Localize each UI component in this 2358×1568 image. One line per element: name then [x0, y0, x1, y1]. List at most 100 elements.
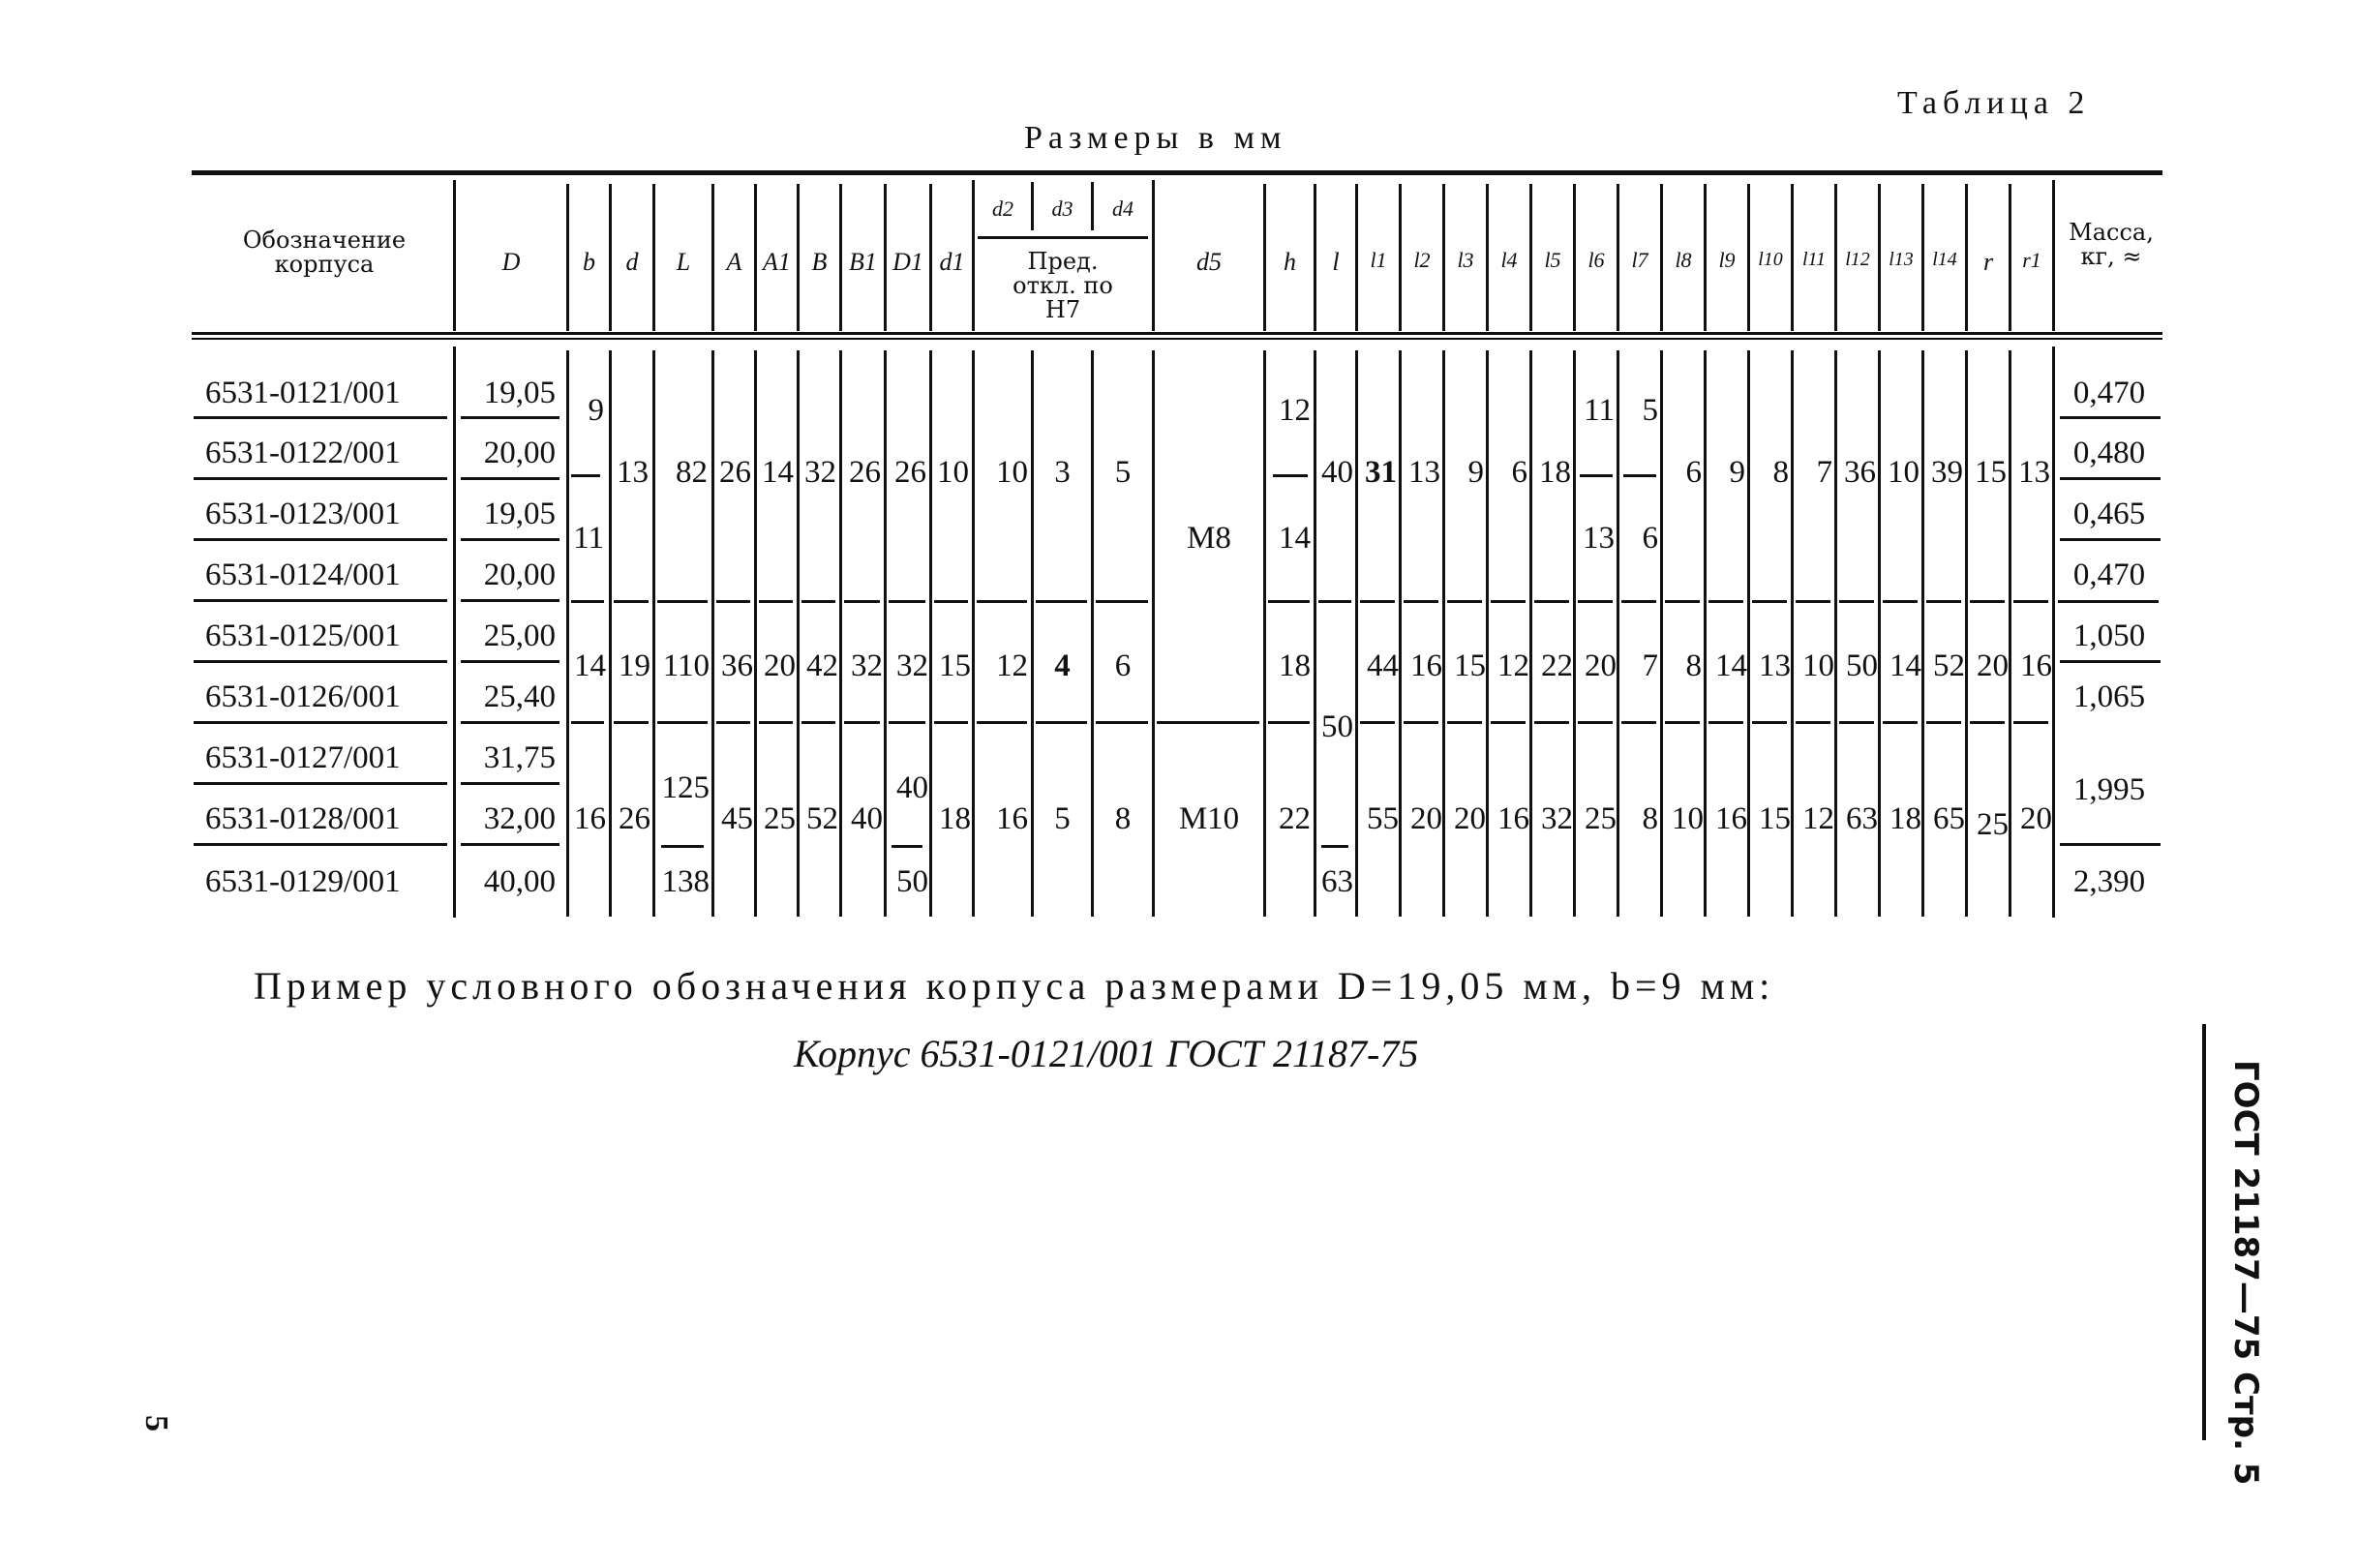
- D-cell: 20,00: [483, 436, 556, 470]
- B-cell: 32: [804, 455, 836, 490]
- header-d2: d2: [992, 196, 1013, 221]
- l10-cell: 8: [1772, 455, 1790, 490]
- header-l1: l1: [1370, 248, 1387, 272]
- l4-cell: 12: [1497, 648, 1529, 683]
- A1-cell: 25: [764, 801, 796, 836]
- header-tolerance: Пред. откл. по H7: [1013, 248, 1113, 324]
- l12-cell: 63: [1846, 801, 1878, 836]
- header-B: B: [811, 248, 828, 276]
- l14-cell: 65: [1933, 801, 1965, 836]
- h-cell: 14: [1279, 521, 1311, 556]
- B1-cell: 40: [851, 801, 883, 836]
- D-cell: 19,05: [483, 376, 556, 410]
- l6-cell: 11: [1584, 393, 1615, 428]
- mass-cell: 1,995: [2072, 772, 2146, 807]
- l11-cell: 12: [1802, 801, 1834, 836]
- l7-cell: 8: [1642, 801, 1659, 836]
- l3-cell: 15: [1454, 648, 1486, 683]
- h-cell: 18: [1279, 648, 1311, 683]
- l2-cell: 16: [1410, 648, 1442, 683]
- d4-cell: 6: [1114, 648, 1132, 683]
- r-cell: 25: [1977, 807, 2009, 842]
- d3-cell: 3: [1054, 455, 1071, 490]
- header-l10: l10: [1758, 249, 1783, 270]
- l6-cell: 25: [1585, 801, 1617, 836]
- L-cell: 110: [662, 648, 710, 683]
- l5-cell: 32: [1541, 801, 1573, 836]
- header-A: A: [726, 248, 742, 276]
- l-cell: 50: [1321, 709, 1353, 744]
- mass-cell: 1,065: [2072, 679, 2146, 714]
- B1-cell: 32: [851, 648, 883, 683]
- l1-cell: 55: [1367, 801, 1399, 836]
- B1-cell: 26: [849, 455, 881, 490]
- d1-cell: 18: [939, 801, 971, 836]
- header-r: r: [1982, 248, 1994, 276]
- header-b: b: [583, 248, 595, 276]
- h-cell: 22: [1279, 801, 1311, 836]
- B-cell: 52: [806, 801, 838, 836]
- r1-cell: 13: [2018, 455, 2050, 490]
- mass-cell: 0,470: [2072, 558, 2146, 592]
- A1-cell: 14: [762, 455, 794, 490]
- l14-cell: 52: [1933, 648, 1965, 683]
- l12-cell: 50: [1846, 648, 1878, 683]
- h-cell: 12: [1279, 393, 1311, 428]
- D-cell: 20,00: [483, 558, 556, 592]
- header-h: h: [1284, 248, 1296, 276]
- d4-cell: 5: [1114, 455, 1132, 490]
- header-l7: l7: [1631, 248, 1648, 272]
- mass-cell: 2,390: [2072, 864, 2146, 899]
- header-d5: d5: [1196, 248, 1222, 276]
- d-cell: 13: [617, 455, 649, 490]
- mass-cell: 1,050: [2072, 618, 2146, 653]
- units-label: Размеры в мм: [1024, 120, 1287, 156]
- A1-cell: 20: [764, 648, 796, 683]
- l13-cell: 10: [1888, 455, 1920, 490]
- header-l6: l6: [1587, 248, 1605, 272]
- designation-cell: 6531-0122/001: [205, 436, 401, 470]
- d1-cell: 15: [939, 648, 971, 683]
- r1-cell: 16: [2020, 648, 2052, 683]
- l11-cell: 7: [1816, 455, 1833, 490]
- l9-cell: 14: [1715, 648, 1747, 683]
- d4-cell: 8: [1114, 801, 1132, 836]
- d2-cell: 16: [996, 801, 1028, 836]
- header-D: D: [501, 248, 521, 276]
- B-cell: 42: [806, 648, 838, 683]
- A-cell: 36: [721, 648, 753, 683]
- D-cell: 31,75: [483, 740, 556, 775]
- l7-cell: 6: [1642, 521, 1659, 556]
- l9-cell: 16: [1715, 801, 1747, 836]
- designation-cell: 6531-0128/001: [205, 801, 401, 836]
- mass-cell: 0,480: [2072, 436, 2146, 470]
- designation-cell: 6531-0125/001: [205, 618, 401, 653]
- header-D1: D1: [892, 248, 923, 276]
- b-cell: 16: [574, 801, 606, 836]
- D1-cell: 40: [896, 770, 928, 805]
- header-B1: B1: [849, 248, 877, 276]
- l12-cell: 36: [1844, 455, 1876, 490]
- header-r1: r1: [2022, 248, 2041, 272]
- l13-cell: 18: [1889, 801, 1921, 836]
- r1-cell: 20: [2020, 801, 2052, 836]
- d1-cell: 10: [937, 455, 969, 490]
- header-l9: l9: [1718, 248, 1736, 272]
- d3-cell: 5: [1054, 801, 1071, 836]
- header-l11: l11: [1801, 249, 1827, 270]
- l5-cell: 22: [1541, 648, 1573, 683]
- D-cell: 32,00: [483, 801, 556, 836]
- designation-cell: 6531-0121/001: [205, 376, 401, 410]
- header-mass: Масса, кг, ≈: [2069, 219, 2154, 271]
- header-l14: l14: [1932, 249, 1957, 270]
- b-cell: 11: [573, 521, 604, 556]
- header-d4: d4: [1112, 196, 1134, 221]
- l7-cell: 7: [1642, 648, 1659, 683]
- d-cell: 26: [619, 801, 650, 836]
- header-l2: l2: [1413, 248, 1431, 272]
- designation-cell: 6531-0124/001: [205, 558, 401, 592]
- header-l5: l5: [1544, 248, 1561, 272]
- d-cell: 19: [619, 648, 650, 683]
- header-l3: l3: [1457, 248, 1474, 272]
- l4-cell: 6: [1511, 455, 1528, 490]
